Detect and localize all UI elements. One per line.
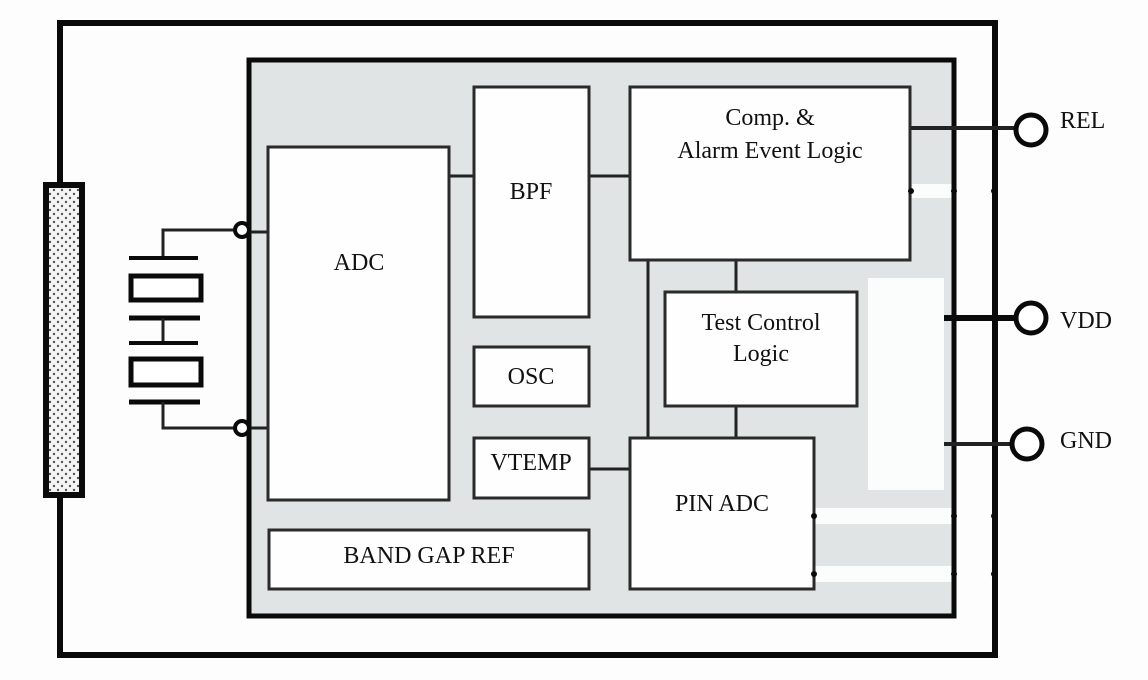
osc-label: OSC [508,364,555,390]
vtemp-label: VTEMP [490,450,571,476]
osc-block [472,345,591,408]
test-control-label-line1: Test Control [702,310,821,336]
gnd-pin-label: GND [1060,428,1112,454]
vdd-pin-icon [1013,300,1049,336]
power-area [868,278,944,490]
bus-strip-3 [815,566,952,582]
comp-alarm-label-line2: Alarm Event Logic [677,138,862,164]
band-gap-ref-block [267,528,591,591]
adc-label: ADC [334,250,385,276]
bus-strip-2 [815,508,952,524]
vtemp-block [472,436,591,500]
comp-alarm-label-line1: Comp. & [725,105,815,131]
pad-top [233,221,251,239]
bus-junctions [811,188,997,577]
bus-strip-1 [912,184,952,198]
sensor-window [43,182,85,498]
band-gap-ref-label: BAND GAP REF [343,543,514,569]
bpf-block [472,85,591,319]
pin-adc-block [628,436,816,591]
piezo-element-icon [128,228,241,430]
comp-alarm-logic-block [628,85,912,262]
rel-pin-label: REL [1060,108,1105,134]
test-control-logic-block [663,290,859,408]
gnd-pin-icon [1009,426,1045,462]
test-control-label-line2: Logic [733,341,789,367]
vdd-pin-label: VDD [1060,308,1112,334]
rel-pin-icon [1013,112,1049,148]
adc-block [266,145,451,502]
package-frame [57,20,998,658]
bpf-label: BPF [510,179,553,205]
pin-adc-label: PIN ADC [675,491,769,517]
pad-bottom [233,419,251,437]
